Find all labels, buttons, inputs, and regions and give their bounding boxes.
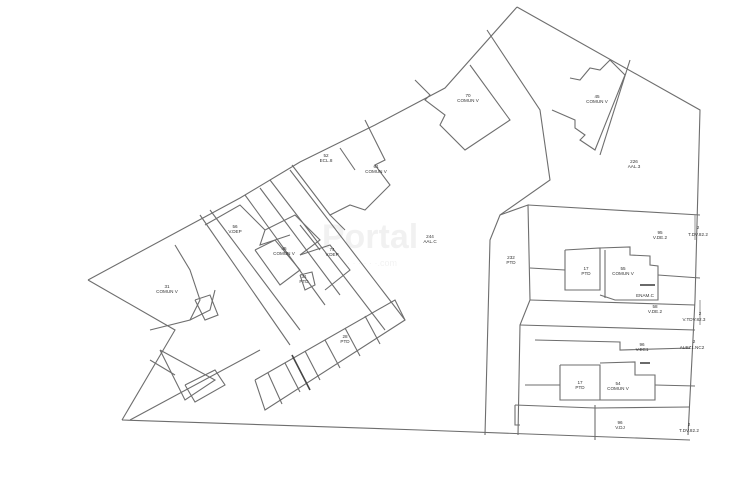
svg-text:PTD: PTD <box>581 271 591 276</box>
buildings-right <box>514 215 701 440</box>
garage-strips <box>254 299 406 411</box>
svg-text:52: 52 <box>323 153 329 158</box>
svg-text:61: 61 <box>373 164 379 169</box>
parcel-label-p19: 17 PTD <box>575 380 585 390</box>
parcel-label-p12: 28 PTD <box>340 334 350 344</box>
site-boundary <box>87 6 701 441</box>
svg-text:96: 96 <box>639 342 645 347</box>
svg-text:T.DV.82.2: T.DV.82.2 <box>679 428 699 433</box>
svg-text:96: 96 <box>617 420 623 425</box>
watermark-title: Portal <box>322 218 418 256</box>
edge-mark-e3: 2 ALEZ1.NC2 <box>680 339 705 350</box>
svg-text:31: 31 <box>301 274 307 279</box>
svg-text:AAL.C: AAL.C <box>423 239 437 244</box>
svg-text:54: 54 <box>615 381 621 386</box>
buildings-midleft <box>199 119 406 346</box>
watermark: Portal · · · · · ·.com <box>322 218 418 268</box>
buildings-lowerleft <box>129 244 261 421</box>
svg-text:58: 58 <box>652 304 658 309</box>
svg-text:COMUN V: COMUN V <box>457 98 480 103</box>
edge-mark-e4: 2 T.DV.82.2 <box>679 422 699 433</box>
svg-text:ALEZ1.NC2: ALEZ1.NC2 <box>680 345 705 350</box>
road-network <box>484 29 701 436</box>
parcel-label-p16: 55 COMUN V <box>612 266 635 276</box>
svg-text:2: 2 <box>693 339 696 344</box>
svg-text:70: 70 <box>465 93 471 98</box>
parcel-label-p5: 61 COMUN V <box>365 164 388 174</box>
svg-text:232: 232 <box>507 255 515 260</box>
svg-text:V.DEP: V.DEP <box>228 229 241 234</box>
parcel-label-p11: 31 COMUN V <box>156 284 179 294</box>
parcel-label-p8: 74 V.DEP <box>325 247 338 257</box>
parcel-label-p17: 58 V.DE.2 <box>648 304 663 314</box>
edge-mark-e2: 2 V.TDV.82.3 <box>683 311 706 322</box>
svg-text:PTD: PTD <box>299 279 309 284</box>
parcel-label-p3: 226 AAL.3 <box>628 159 641 169</box>
svg-text:2: 2 <box>697 225 700 230</box>
svg-text:COMUN V: COMUN V <box>156 289 179 294</box>
svg-text:2: 2 <box>688 422 691 427</box>
svg-text:45: 45 <box>594 94 600 99</box>
svg-text:COMUN V: COMUN V <box>612 271 635 276</box>
svg-text:COMUN V: COMUN V <box>586 99 609 104</box>
svg-text:COMUN V: COMUN V <box>273 251 296 256</box>
parcel-label-p20: 54 COMUN V <box>607 381 630 391</box>
buildings-top <box>414 59 631 156</box>
svg-text:2: 2 <box>699 311 702 316</box>
svg-text:COMUN V: COMUN V <box>607 386 630 391</box>
parcel-label-p14: 95 V.DE.2 <box>653 230 668 240</box>
parcel-label-p18: 96 V.EC1 <box>636 342 649 352</box>
parcel-label-p15: 17 PTD <box>581 266 591 276</box>
parcel-label-p13: 232 PTD <box>506 255 516 265</box>
svg-text:56: 56 <box>232 224 238 229</box>
svg-text:V.EC1: V.EC1 <box>636 347 649 352</box>
parcel-label-p10: 244 AAL.C <box>423 234 437 244</box>
watermark-subtitle: · · · · · ·.com <box>347 258 397 268</box>
parcel-labels: 70 COMUN V 45 COMUN V 226 AAL.3 52 ECL.8… <box>156 93 667 430</box>
svg-text:V.DEP: V.DEP <box>325 252 338 257</box>
svg-text:V.TDV.82.3: V.TDV.82.3 <box>683 317 706 322</box>
svg-text:17: 17 <box>577 380 583 385</box>
svg-text:226: 226 <box>630 159 638 164</box>
svg-text:PTD: PTD <box>575 385 585 390</box>
parcel-label-p2: 45 COMUN V <box>586 94 609 104</box>
parcel-label-p6: 56 V.DEP <box>228 224 241 234</box>
svg-text:45: 45 <box>281 246 287 251</box>
parcel-label-p4: 52 ECL.8 <box>320 153 333 163</box>
parcel-label-p7: 45 COMUN V <box>273 246 296 256</box>
svg-text:74: 74 <box>329 247 335 252</box>
svg-text:PTD: PTD <box>340 339 350 344</box>
parcel-label-p9: 31 PTD <box>299 274 309 284</box>
svg-text:AAL.3: AAL.3 <box>628 164 641 169</box>
svg-text:95: 95 <box>657 230 663 235</box>
svg-text:244: 244 <box>426 234 434 239</box>
svg-text:ECL.8: ECL.8 <box>320 158 333 163</box>
svg-text:28: 28 <box>342 334 348 339</box>
svg-text:17: 17 <box>583 266 589 271</box>
parcel-label-p21: 96 V.DJ <box>615 420 625 430</box>
svg-text:31: 31 <box>164 284 170 289</box>
svg-text:V.DE.2: V.DE.2 <box>648 309 663 314</box>
svg-text:V.DJ: V.DJ <box>615 425 625 430</box>
note-n1: ENAM.C <box>636 293 655 298</box>
svg-text:55: 55 <box>620 266 626 271</box>
edge-mark-e1: 2 T.DV.82.2 <box>688 225 708 237</box>
svg-text:COMUN V: COMUN V <box>365 169 388 174</box>
svg-text:V.DE.2: V.DE.2 <box>653 235 668 240</box>
svg-text:T.DV.82.2: T.DV.82.2 <box>688 232 708 237</box>
parcel-label-p1: 70 COMUN V <box>457 93 480 103</box>
svg-text:PTD: PTD <box>506 260 516 265</box>
edge-marks: 2 T.DV.82.2 2 V.TDV.82.3 2 ALEZ1.NC2 2 T… <box>636 225 708 433</box>
